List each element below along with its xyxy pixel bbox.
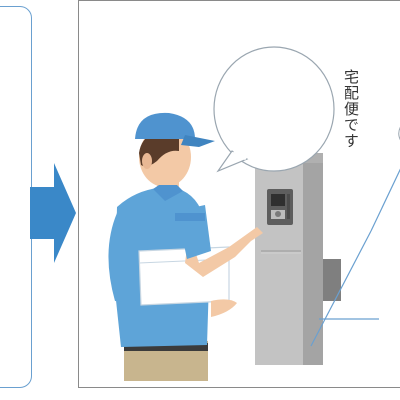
background-wall — [310, 126, 400, 347]
intercom-panel-icon — [267, 189, 293, 225]
delivery-person — [108, 112, 263, 381]
delivery-scene-panel: 宅配便です — [78, 0, 400, 388]
speech-bubble-text: 宅配便です — [342, 69, 360, 149]
previous-step-panel — [0, 6, 32, 388]
speech-bubble — [213, 46, 335, 173]
intercom-pillar — [255, 153, 323, 365]
next-step-arrow-icon — [30, 163, 76, 263]
